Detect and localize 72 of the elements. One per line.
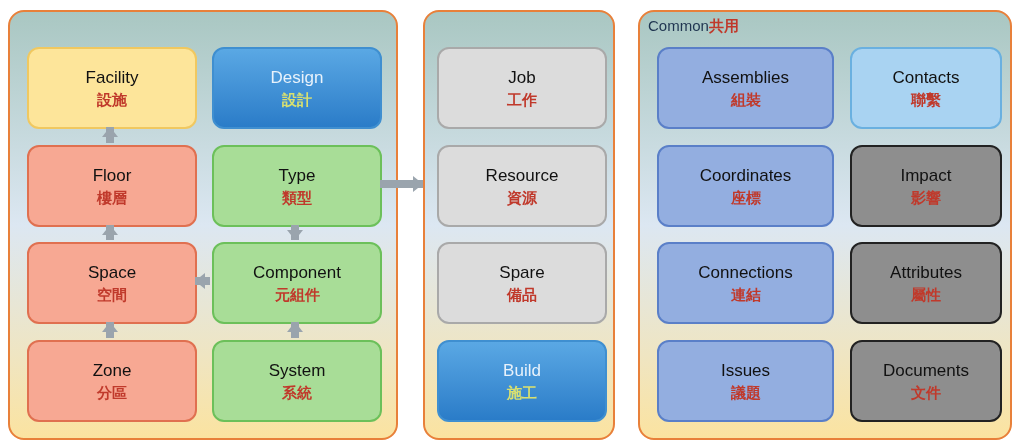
english-label: Zone <box>92 360 132 382</box>
english-label: Spare <box>499 262 545 284</box>
entity-box <box>27 340 197 422</box>
chinese-label: 連結 <box>730 285 761 305</box>
chinese-label: 議題 <box>730 383 761 403</box>
chinese-label: 工作 <box>507 90 537 110</box>
entity-box <box>437 340 607 422</box>
chinese-label: 施工 <box>507 383 537 403</box>
english-label: Resource <box>485 165 559 187</box>
group-panel <box>423 10 615 440</box>
english-label: Impact <box>900 165 952 187</box>
entity-box <box>657 47 834 129</box>
chinese-label: 系統 <box>282 383 312 403</box>
entity-box <box>850 145 1002 227</box>
entity-box <box>437 145 607 227</box>
english-label: Build <box>503 360 541 382</box>
chinese-label: 聯繫 <box>911 90 941 110</box>
entity-box <box>212 242 382 324</box>
entity-box <box>850 340 1002 422</box>
english-label: Floor <box>92 165 132 187</box>
english-label: Connections <box>698 262 793 284</box>
arrow <box>102 127 118 143</box>
group-panel <box>638 10 1012 440</box>
arrow <box>102 225 118 240</box>
chinese-label: 類型 <box>282 188 312 208</box>
chinese-label: 樓層 <box>97 188 127 208</box>
english-label: Issues <box>720 360 771 382</box>
entity-box <box>657 340 834 422</box>
chinese-label: 空間 <box>97 285 127 305</box>
entity-box <box>850 242 1002 324</box>
chinese-label: 屬性 <box>911 285 941 305</box>
english-label: Documents <box>883 360 969 382</box>
arrow <box>380 176 423 192</box>
chinese-label: 分區 <box>97 383 127 403</box>
english-label: System <box>268 360 326 382</box>
panel-title: Common <box>648 16 709 36</box>
entity-box <box>657 145 834 227</box>
english-label: Design <box>270 67 324 89</box>
entity-box <box>657 242 834 324</box>
arrow <box>287 322 303 338</box>
panel-title: 共用 <box>708 16 739 36</box>
english-label: Facility <box>85 67 139 89</box>
entity-box <box>212 340 382 422</box>
chinese-label: 座標 <box>730 188 761 208</box>
entity-box <box>437 47 607 129</box>
chinese-label: 資源 <box>507 188 537 208</box>
arrow <box>102 322 118 338</box>
arrow <box>195 273 210 289</box>
english-label: Space <box>87 262 137 284</box>
chinese-label: 設施 <box>97 90 127 110</box>
chinese-label: 備品 <box>507 285 537 305</box>
entity-box <box>27 242 197 324</box>
chinese-label: 文件 <box>911 383 941 403</box>
entity-box <box>850 47 1002 129</box>
entity-box <box>212 47 382 129</box>
english-label: Component <box>253 262 341 284</box>
english-label: Job <box>508 67 536 89</box>
group-panel <box>8 10 398 440</box>
entity-box <box>27 47 197 129</box>
chinese-label: 元組件 <box>274 285 320 305</box>
entity-box <box>212 145 382 227</box>
chinese-label: 設計 <box>282 90 312 110</box>
english-label: Contacts <box>892 67 960 89</box>
entity-box <box>437 242 607 324</box>
chinese-label: 組裝 <box>730 90 761 110</box>
entity-box <box>27 145 197 227</box>
english-label: Assemblies <box>702 67 789 89</box>
english-label: Attributes <box>890 262 962 284</box>
english-label: Type <box>278 165 316 187</box>
arrow <box>287 225 303 240</box>
chinese-label: 影響 <box>911 188 941 208</box>
english-label: Coordinates <box>699 165 792 187</box>
